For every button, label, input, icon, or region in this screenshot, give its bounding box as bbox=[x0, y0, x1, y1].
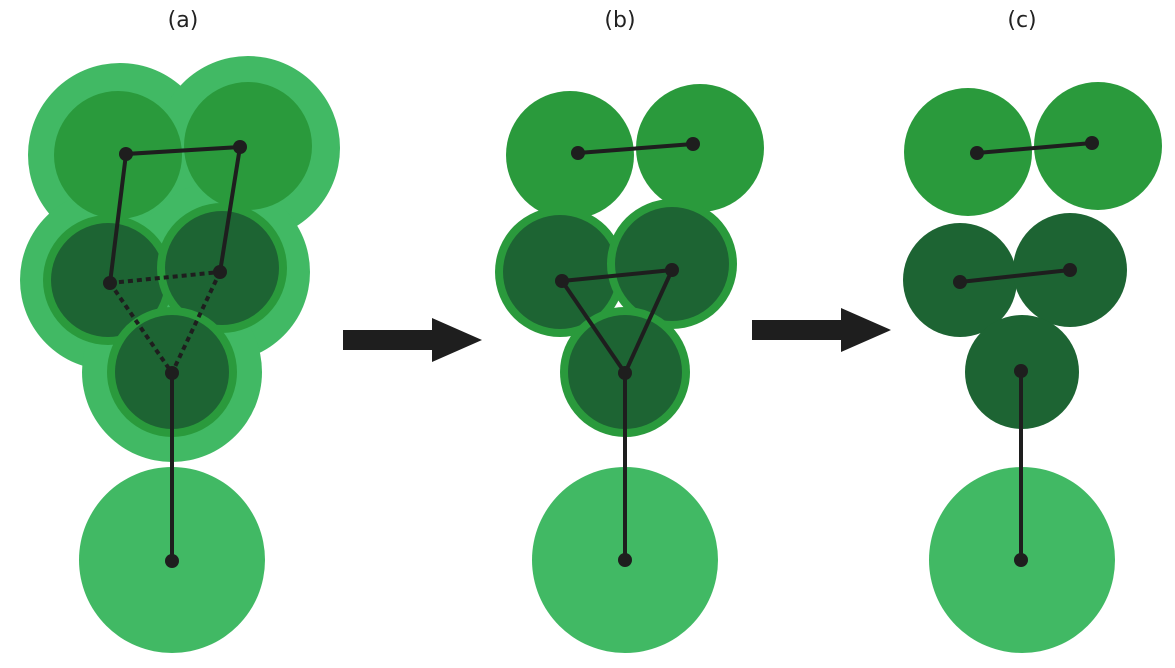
dashed-bond bbox=[108, 281, 174, 375]
node-dot bbox=[1014, 553, 1028, 567]
node-dot bbox=[165, 366, 179, 380]
top-right-circle bbox=[636, 84, 764, 212]
panel-label-a: (a) bbox=[167, 8, 199, 33]
arrow-right-icon bbox=[752, 308, 891, 352]
bond-line bbox=[561, 268, 673, 283]
node-dot bbox=[213, 265, 227, 279]
node-dot bbox=[555, 274, 569, 288]
dashed-bond bbox=[109, 270, 221, 285]
top-left-circle bbox=[506, 91, 634, 219]
node-dot bbox=[953, 275, 967, 289]
node-dot bbox=[618, 366, 632, 380]
bond-line bbox=[125, 145, 241, 156]
node-dot bbox=[571, 146, 585, 160]
node-dot bbox=[119, 147, 133, 161]
top-right-circle bbox=[184, 82, 312, 210]
node-dot bbox=[970, 146, 984, 160]
node-dot bbox=[618, 553, 632, 567]
top-left-circle bbox=[54, 91, 182, 219]
panel-label-b: (b) bbox=[604, 8, 636, 33]
node-dot bbox=[665, 263, 679, 277]
bond-line bbox=[108, 153, 128, 284]
node-dot bbox=[1085, 136, 1099, 150]
arrow-right-icon bbox=[343, 318, 482, 362]
bond-line bbox=[976, 141, 1093, 155]
node-dot bbox=[686, 137, 700, 151]
bond-line bbox=[218, 146, 242, 273]
node-dot bbox=[1014, 364, 1028, 378]
node-dot bbox=[103, 276, 117, 290]
bond-line bbox=[623, 269, 674, 374]
dashed-bond bbox=[170, 271, 222, 374]
bond-line bbox=[560, 279, 627, 375]
panel-label-c: (c) bbox=[1007, 8, 1037, 33]
bond-line bbox=[959, 268, 1071, 284]
top-left-circle bbox=[904, 88, 1032, 216]
dark-circle bbox=[503, 215, 617, 329]
bond-line bbox=[577, 142, 694, 155]
node-dot bbox=[165, 554, 179, 568]
node-dot bbox=[1063, 263, 1077, 277]
node-dot bbox=[233, 140, 247, 154]
